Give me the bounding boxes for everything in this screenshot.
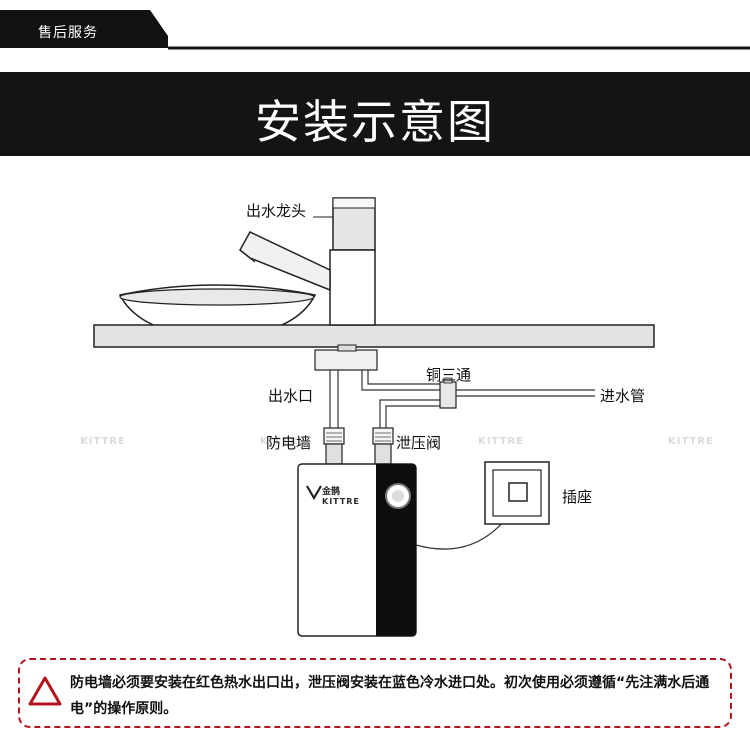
sink-basin <box>118 284 317 336</box>
water-heater <box>297 463 417 637</box>
tab-after-sales[interactable]: 售后服务 <box>38 25 98 41</box>
label-inlet-pipe: 进水管 <box>600 387 646 405</box>
countertop <box>93 324 655 348</box>
label-relief-valve: 泄压阀 <box>396 434 442 452</box>
watermark: KITTRE <box>260 436 306 447</box>
warning-triangle-icon <box>28 676 62 706</box>
label-faucet: 出水龙头 <box>246 202 307 220</box>
label-outlet: 出水口 <box>268 387 314 405</box>
brand-name-cn: 金鹊 <box>322 487 341 497</box>
anti-shock-wall-fitting <box>323 427 345 465</box>
installation-diagram <box>93 197 655 637</box>
page-title: 安装示意图 <box>255 95 495 149</box>
faucet-base-fitting <box>314 349 378 371</box>
tab-bar <box>0 10 750 50</box>
copper-tee <box>439 377 457 409</box>
warning-text: 防电墙必须要安装在红色热水出口出，泄压阀安装在蓝色冷水进口处。初次使用必须遵循“… <box>70 675 710 717</box>
brand-name-en: KITTRE <box>322 497 360 506</box>
outlet-pipe <box>329 370 339 428</box>
label-anti-shock-wall: 防电墙 <box>266 434 312 452</box>
watermark: KITTRE <box>478 436 524 447</box>
relief-valve-fitting <box>372 427 394 465</box>
watermark: KITTRE <box>668 436 714 447</box>
warning-box <box>18 658 732 728</box>
label-socket: 插座 <box>562 488 593 506</box>
watermark: KITTRE <box>80 436 126 447</box>
title-band <box>0 72 750 156</box>
power-socket <box>484 461 550 525</box>
cold-water-pipe <box>361 370 440 428</box>
inlet-pipe <box>456 389 595 397</box>
label-copper-tee: 铜三通 <box>426 366 472 384</box>
brand-logo-icon <box>306 485 322 501</box>
faucet <box>239 197 376 326</box>
